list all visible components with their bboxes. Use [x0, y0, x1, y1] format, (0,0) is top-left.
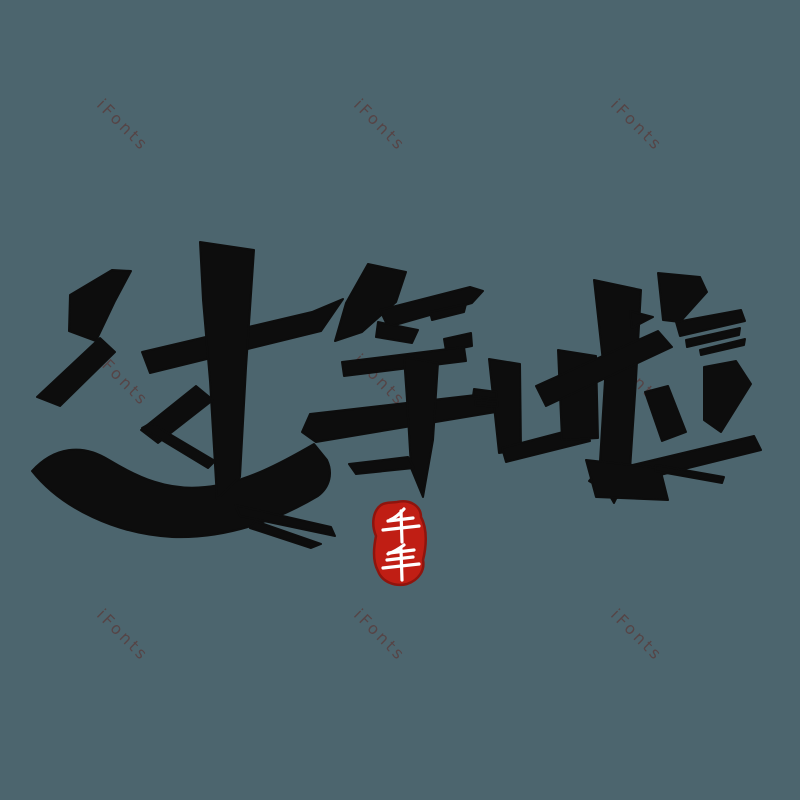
nian-vertical-stroke [403, 356, 439, 498]
guo-dot-flick [141, 422, 216, 469]
la-li-left-dot [644, 385, 687, 442]
la-mouth-flick [472, 388, 498, 400]
la-mouth-flick-2 [474, 399, 499, 408]
nian-pie-stroke [334, 263, 407, 342]
la-hand-top-flick [629, 310, 654, 329]
char-guo [31, 241, 344, 549]
la-li-horizontal-split-2 [699, 338, 746, 356]
seal-glyph-nian [381, 543, 421, 582]
seal-glyph-niu [381, 507, 421, 544]
la-li-top-dot [657, 272, 708, 323]
nian-connector [375, 321, 419, 344]
la-hand-horizontal [535, 330, 673, 407]
la-li-horizontal-split [685, 327, 741, 348]
nian-mid-horizontal [443, 332, 473, 352]
la-li-bottom-tail [585, 459, 669, 501]
guo-vertical-stroke [199, 241, 255, 500]
char-la [472, 272, 762, 504]
la-li-top-horizontal [675, 309, 746, 337]
nian-flick [348, 456, 415, 475]
guo-sweep-flick-2 [249, 520, 322, 549]
la-li-bottom-flick [654, 464, 725, 484]
guo-sweep-flick [234, 504, 336, 537]
guo-fold-stroke [68, 269, 132, 342]
la-li-right-dot [703, 360, 752, 433]
char-nian [301, 263, 509, 498]
seal-stamp [372, 500, 427, 587]
nian-top-horizontal-split [429, 303, 467, 321]
guo-diagonal-stroke [36, 337, 116, 407]
